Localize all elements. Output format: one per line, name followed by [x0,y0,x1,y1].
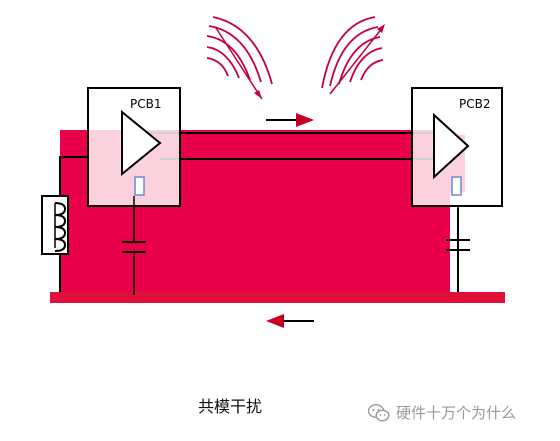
emission-waves-right [321,16,384,95]
wechat-icon [368,403,390,421]
pcb2-receiver-icon [433,112,470,180]
forward-current-arrow-icon [296,113,314,127]
ground-plane [50,292,505,303]
pcb1-driver-icon [121,109,162,177]
emission-arrow-left-icon [254,90,262,99]
pcb2-label: PCB2 [459,97,490,111]
caption-text: 共模干扰 [197,397,262,416]
pcb1-resistor [134,176,145,196]
emission-arrow-right-icon [377,24,385,33]
emission-waves-left [206,16,273,100]
watermark-text: 硬件十万个为什么 [396,404,517,422]
watermark: 硬件十万个为什么 [368,402,516,423]
pcb1-label: PCB1 [130,97,161,111]
return-current-arrow-icon [266,314,284,328]
pcb2-resistor [451,176,462,196]
diagram-caption: 共模干扰 [0,393,560,417]
